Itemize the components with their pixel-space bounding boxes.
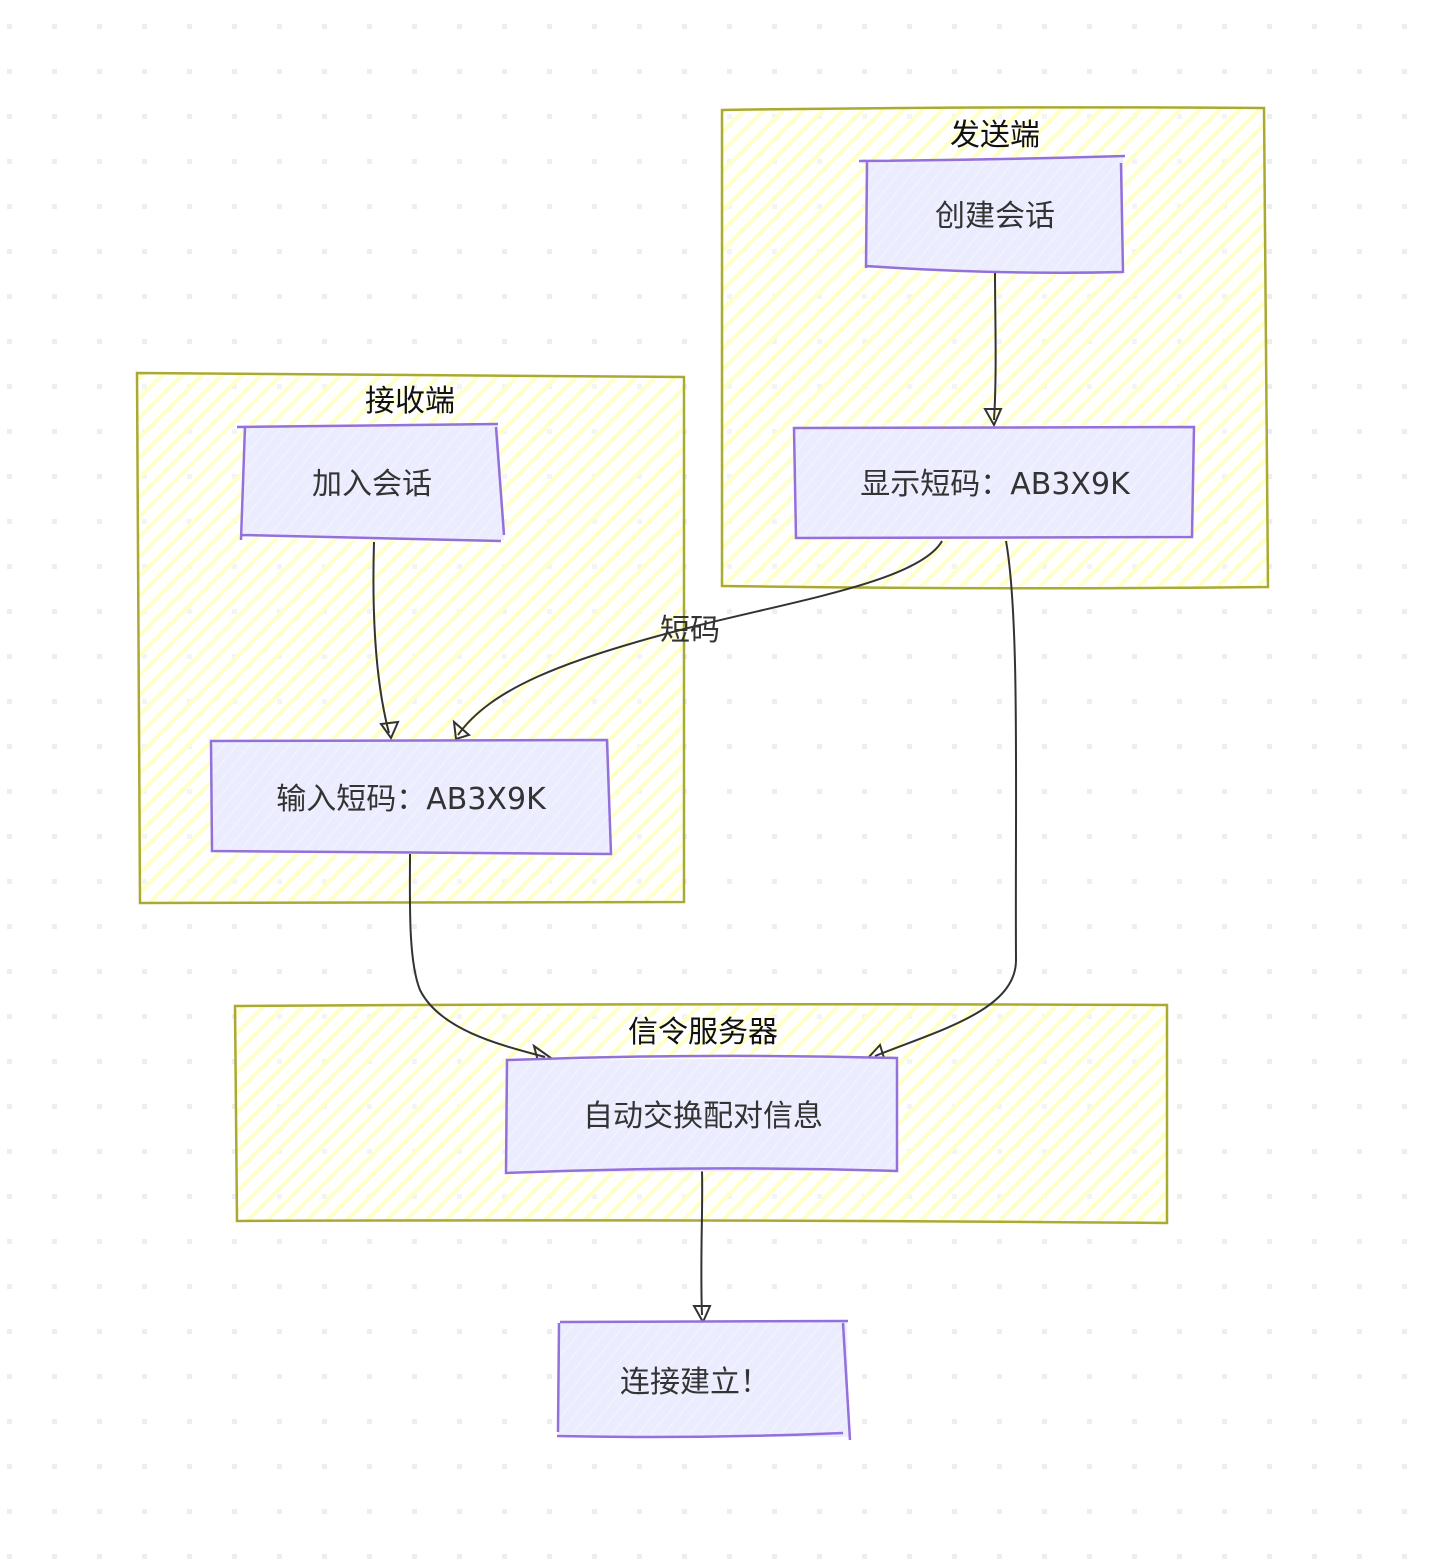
edges: 短码 xyxy=(372,271,1018,1325)
node-join-session[interactable]: 加入会话 xyxy=(236,422,506,543)
node-join-session-fill xyxy=(243,424,504,540)
edge-show-to-input xyxy=(457,540,943,736)
node-create-session[interactable]: 创建会话 xyxy=(858,154,1126,274)
edge-exchange-to-connected xyxy=(700,1170,704,1316)
node-join-session-label: 加入会话 xyxy=(312,467,432,502)
node-connected-border xyxy=(556,1319,852,1441)
node-input-code-fill xyxy=(211,741,611,853)
node-create-session-fill xyxy=(867,157,1123,273)
node-join-session-border xyxy=(236,422,506,543)
cluster-receiver-title: 接收端 xyxy=(365,384,455,419)
arrow-head-exchange-to-connected xyxy=(692,1305,712,1325)
node-connected-fill xyxy=(558,1321,849,1437)
node-auto-exchange-label: 自动交换配对信息 xyxy=(583,1099,823,1134)
arrow-head-show-to-input xyxy=(452,719,472,741)
arrow-head-join-to-input xyxy=(379,720,400,741)
node-auto-exchange[interactable]: 自动交换配对信息 xyxy=(504,1054,899,1175)
node-auto-exchange-fill xyxy=(506,1058,897,1173)
cluster-sender-title: 发送端 xyxy=(950,118,1040,153)
edge-join-to-input xyxy=(372,541,390,734)
cluster-receiver-border xyxy=(135,371,686,905)
cluster-server-title: 信令服务器 xyxy=(628,1015,778,1050)
node-show-code-border xyxy=(792,425,1196,540)
node-input-code[interactable]: 输入短码：AB3X9K xyxy=(209,738,613,856)
node-create-session-border xyxy=(858,154,1126,274)
node-create-session-label: 创建会话 xyxy=(935,199,1055,234)
edge-input-to-exchange xyxy=(408,853,546,1058)
node-connected-label: 连接建立！ xyxy=(620,1365,770,1400)
arrow-head-create-to-show xyxy=(983,408,1003,428)
node-show-code[interactable]: 显示短码：AB3X9K xyxy=(792,425,1196,540)
edge-create-to-show xyxy=(993,271,997,421)
edge-label-short-code: 短码 xyxy=(660,613,720,648)
node-input-code-border xyxy=(209,738,613,856)
node-show-code-fill xyxy=(794,428,1194,538)
node-show-code-label: 显示短码：AB3X9K xyxy=(860,467,1131,502)
cluster-server-border xyxy=(233,1002,1169,1225)
edge-show-to-exchange xyxy=(874,540,1018,1057)
node-auto-exchange-border xyxy=(504,1054,899,1175)
node-connected[interactable]: 连接建立！ xyxy=(556,1319,852,1441)
cluster-sender-border xyxy=(720,106,1270,590)
node-input-code-label: 输入短码：AB3X9K xyxy=(276,782,547,817)
